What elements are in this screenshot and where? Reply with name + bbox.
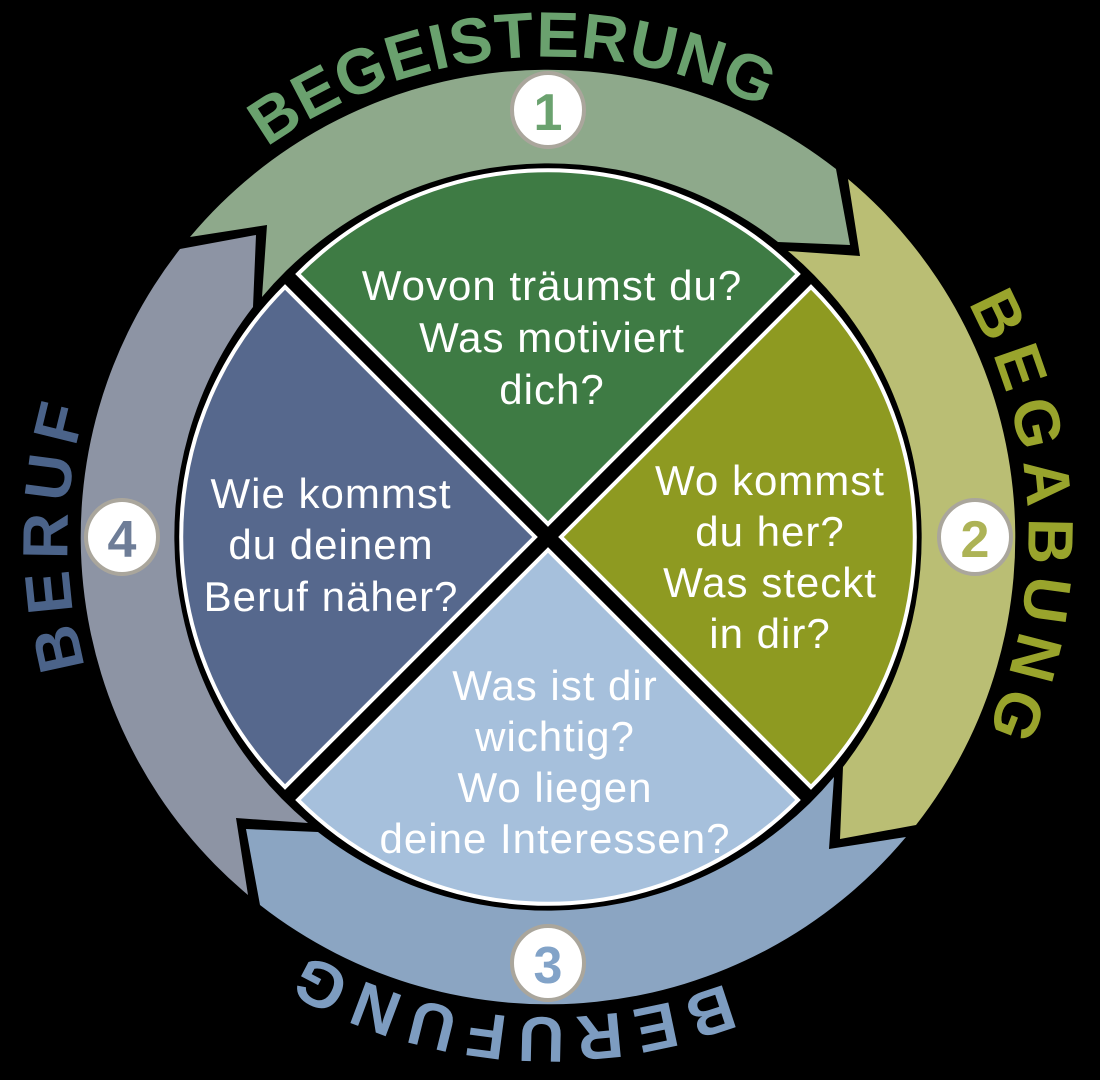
badge-circle [84,498,160,576]
badge-number: 3 [534,937,563,995]
badge-circle [510,924,586,1002]
question-line: wichtig? [474,713,635,760]
badge-circle [937,498,1013,576]
question-line: deine Interessen? [380,815,731,862]
question-line: Was motiviert [419,314,685,361]
badge-number: 2 [961,511,990,569]
question-beruf: Wie kommst du deinem Beruf näher? [204,470,459,620]
question-berufung: Was ist dir wichtig? Wo liegen deine Int… [380,662,731,862]
question-line: Wovon träumst du? [362,262,742,309]
question-line: Was ist dir [452,662,657,709]
question-line: in dir? [709,610,830,657]
question-line: du her? [695,508,844,555]
step-badge-3: 3 [510,924,586,1002]
question-line: Beruf näher? [204,573,459,620]
question-line: Wo liegen [457,764,652,811]
badge-number: 1 [534,84,563,142]
badge-circle [510,71,586,149]
question-line: du deinem [228,521,433,568]
step-badge-2: 2 [937,498,1013,576]
step-badge-4: 4 [84,498,160,576]
question-begeisterung: Wovon träumst du? Was motiviert dich? [362,262,742,413]
question-line: Wie kommst [211,470,452,517]
badge-number: 4 [108,511,137,569]
question-line: Was steckt [663,559,877,606]
step-badge-1: 1 [510,71,586,149]
question-line: dich? [499,366,604,413]
question-begabung: Wo kommst du her? Was steckt in dir? [655,457,885,657]
question-line: Wo kommst [655,457,885,504]
